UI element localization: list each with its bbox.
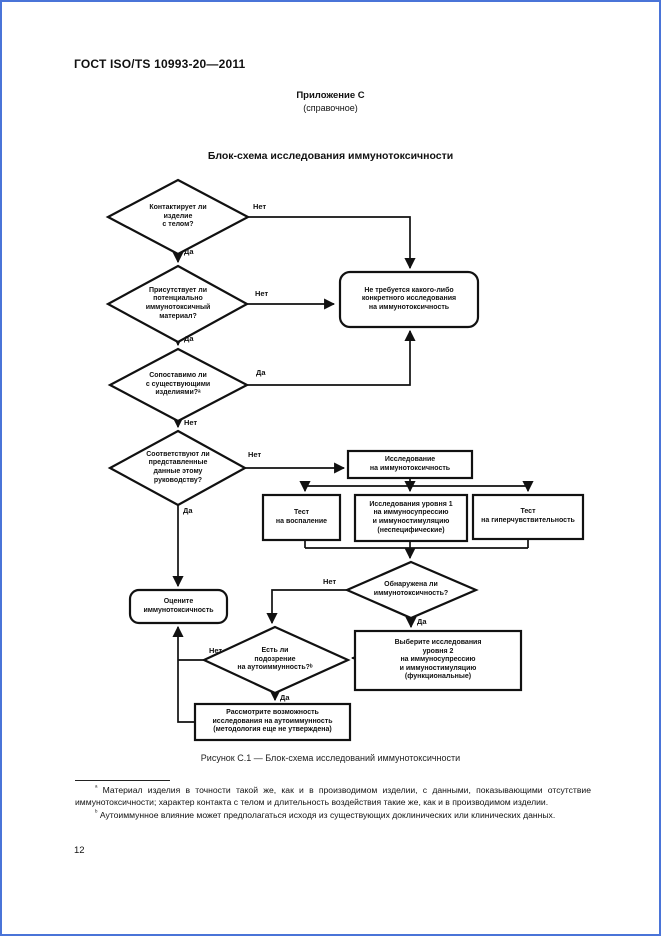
decision-contact-body-shape <box>105 178 251 256</box>
edge-label-material-no: Нет <box>255 289 269 298</box>
process-immunotox-study-label: Исследование на иммунотоксичность <box>369 455 451 472</box>
footnote-b-marker: ᵇ <box>95 809 98 817</box>
process-consider-autoimmunity-label: Рассмотрите возможность исследования на … <box>212 709 333 734</box>
edge-label-detected-yes: Да <box>417 617 427 626</box>
terminator-no-testing-shape <box>338 270 480 329</box>
terminator-no-testing-label: Не требуется какого-либо конкретного исс… <box>361 286 457 311</box>
figure-caption: Рисунок С.1 — Блок-схема исследований им… <box>200 753 461 763</box>
edge-label-detected-no: Нет <box>323 577 337 586</box>
decision-comparable-shape <box>107 347 250 423</box>
process-level1-studies-label: Исследования уровня 1 на иммуносупрессию… <box>369 500 453 534</box>
edge-label-conform-yes: Да <box>183 506 193 515</box>
edge-label-contact-yes: Да <box>184 247 194 256</box>
edge-detected-no <box>266 589 347 625</box>
process-hypersensitivity-test-label: Тест на гиперчувствительность <box>481 507 575 524</box>
process-level2-studies-shape <box>353 629 523 692</box>
footnote-separator <box>75 780 170 781</box>
edge-consider-to-evaluate <box>172 625 195 723</box>
decision-data-conform-label: Соответствуют ли представленные данные э… <box>146 450 210 484</box>
footnote-b: ᵇ Аутоиммунное влияние может предполагат… <box>75 808 591 821</box>
annex-type: (справочное) <box>303 103 358 113</box>
figure-title: Блок-схема исследования иммунотоксичност… <box>207 150 454 162</box>
process-inflammation-test-label: Тест на воспаление <box>275 508 328 525</box>
edge-contact-no <box>248 216 416 270</box>
process-hypersensitivity-test-shape <box>471 493 585 541</box>
process-level2-studies-label: Выберите исследования уровня 2 на иммуно… <box>394 639 482 681</box>
decision-data-conform-shape <box>107 429 248 507</box>
decision-immunotox-detected-label: Обнаружена ли иммунотоксичность? <box>373 581 449 597</box>
process-consider-autoimmunity-shape <box>193 702 352 742</box>
annex-title: Приложение С <box>296 90 365 101</box>
terminator-evaluate-immunotox-shape <box>128 588 229 625</box>
decision-potential-material-shape <box>105 264 250 344</box>
flow-connectors <box>172 216 534 723</box>
edge-label-conform-no: Нет <box>248 450 262 459</box>
decision-autoimmunity-label: Есть ли подозрение на аутоиммунность?ᵇ <box>237 647 313 672</box>
edge-comparable-yes <box>247 329 416 386</box>
decision-potential-material-label: Присутствует ли потенциально иммунотокси… <box>145 286 211 320</box>
process-inflammation-test-shape <box>261 493 342 542</box>
terminator-evaluate-immunotox-label: Оцените иммунотоксичность <box>143 597 214 614</box>
edge-label-comparable-yes: Да <box>256 368 266 377</box>
flow-shapes <box>105 178 585 742</box>
edge-label-autoimmune-no: Нет <box>209 646 223 655</box>
standard-number-header: ГОСТ ISO/TS 10993-20—2011 <box>74 57 246 71</box>
footnote-a-text: Материал изделия в точности такой же, ка… <box>75 784 592 808</box>
edge-label-material-yes: Да <box>184 334 194 343</box>
decision-autoimmunity-shape <box>201 625 351 695</box>
decision-comparable-label: Сопоставимо ли с существующими изделиями… <box>145 372 211 397</box>
decision-contact-body-label: Контактирует ли изделие с телом? <box>149 204 207 229</box>
decision-immunotox-detected-shape <box>344 560 479 620</box>
footnote-a-marker: ᵃ <box>95 784 98 791</box>
edge-label-contact-no: Нет <box>253 202 267 211</box>
page-number: 12 <box>74 845 85 856</box>
edge-label-autoimmune-yes: Да <box>280 693 290 702</box>
process-immunotox-study-shape <box>346 449 474 480</box>
footnote-b-text: Аутоиммунное влияние может предполагатьс… <box>99 810 556 821</box>
edge-label-comparable-no: Нет <box>184 418 198 427</box>
process-level1-studies-shape <box>353 493 469 543</box>
footnotes-section: ᵃ Материал изделия в точности такой же, … <box>75 783 591 821</box>
footnote-a: ᵃ Материал изделия в точности такой же, … <box>75 783 591 808</box>
